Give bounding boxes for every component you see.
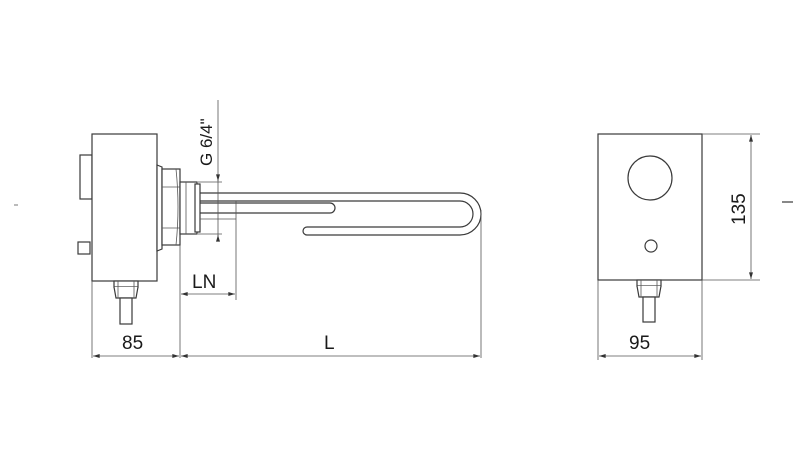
dim-ln: LN xyxy=(181,272,235,296)
indicator-lamp xyxy=(644,239,658,253)
housing-front xyxy=(597,133,703,281)
head-height-label: 135 xyxy=(729,193,750,225)
head-depth-label: 85 xyxy=(122,333,143,354)
length-label: L xyxy=(324,333,335,354)
dim-l: L xyxy=(181,333,480,358)
ln-label: LN xyxy=(192,272,216,293)
thermostat-housing xyxy=(91,133,158,282)
end-view xyxy=(597,133,703,323)
dim-95: 95 xyxy=(597,280,703,360)
side-terminal-cover xyxy=(79,154,93,200)
side-view xyxy=(77,133,482,325)
head-width-label: 95 xyxy=(629,333,650,354)
side-knob xyxy=(77,241,91,255)
dim-135: 135 xyxy=(702,133,760,281)
dim-85: 85 xyxy=(93,333,179,358)
cable-gland-front xyxy=(636,279,662,323)
flange-washer xyxy=(156,164,163,252)
heating-element-u-tube xyxy=(200,192,482,236)
cable-gland xyxy=(113,280,139,325)
thermostat-knob xyxy=(627,155,673,201)
dim-thread: G 6/4" xyxy=(197,100,222,242)
cable xyxy=(119,297,133,325)
thread-label: G 6/4" xyxy=(197,118,216,166)
